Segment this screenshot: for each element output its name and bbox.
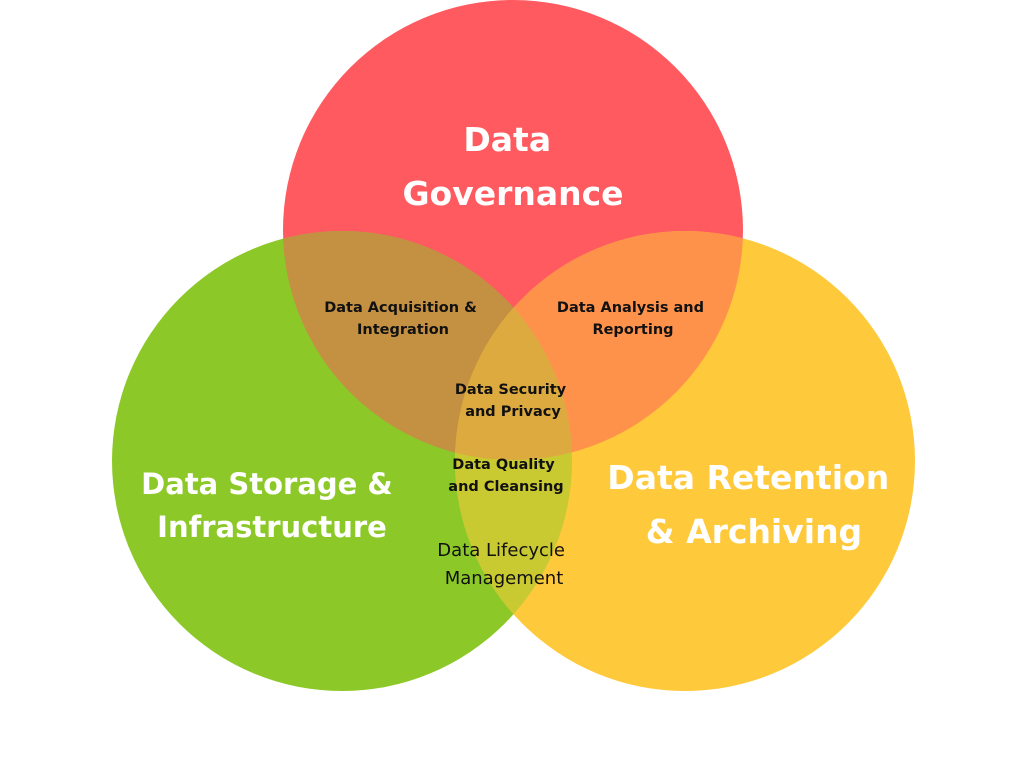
- label-line: Data Acquisition &: [324, 300, 477, 316]
- label-line: Reporting: [592, 322, 673, 338]
- overlap-governance-retention: [455, 231, 743, 460]
- label-line: Management: [445, 568, 564, 589]
- label-line: Infrastructure: [157, 510, 387, 544]
- label-line: Data: [463, 120, 551, 159]
- overlap-governance-storage: [283, 231, 572, 460]
- label-data-quality-cleansing: Data Quality and Cleansing: [448, 457, 563, 495]
- label-line: & Archiving: [646, 512, 862, 551]
- label-line: Data Lifecycle: [437, 540, 565, 561]
- label-data-analysis-reporting: Data Analysis and Reporting: [557, 300, 709, 338]
- label-data-security-privacy: Data Security and Privacy: [455, 382, 571, 420]
- label-line: Data Quality: [452, 457, 555, 473]
- label-line: and Privacy: [465, 404, 561, 420]
- label-data-governance: Data Governance: [402, 120, 623, 213]
- label-data-retention-archiving: Data Retention & Archiving: [607, 458, 900, 551]
- label-data-acquisition-integration: Data Acquisition & Integration: [324, 300, 482, 338]
- label-line: Data Storage &: [141, 467, 393, 501]
- label-data-lifecycle-management: Data Lifecycle Management: [437, 540, 570, 589]
- label-line: Integration: [357, 322, 449, 338]
- label-line: Data Security: [455, 382, 567, 398]
- label-line: and Cleansing: [448, 479, 563, 495]
- label-line: Data Analysis and: [557, 300, 704, 316]
- label-line: Governance: [402, 174, 623, 213]
- label-data-storage-infrastructure: Data Storage & Infrastructure: [141, 467, 403, 544]
- label-line: Data Retention: [607, 458, 889, 497]
